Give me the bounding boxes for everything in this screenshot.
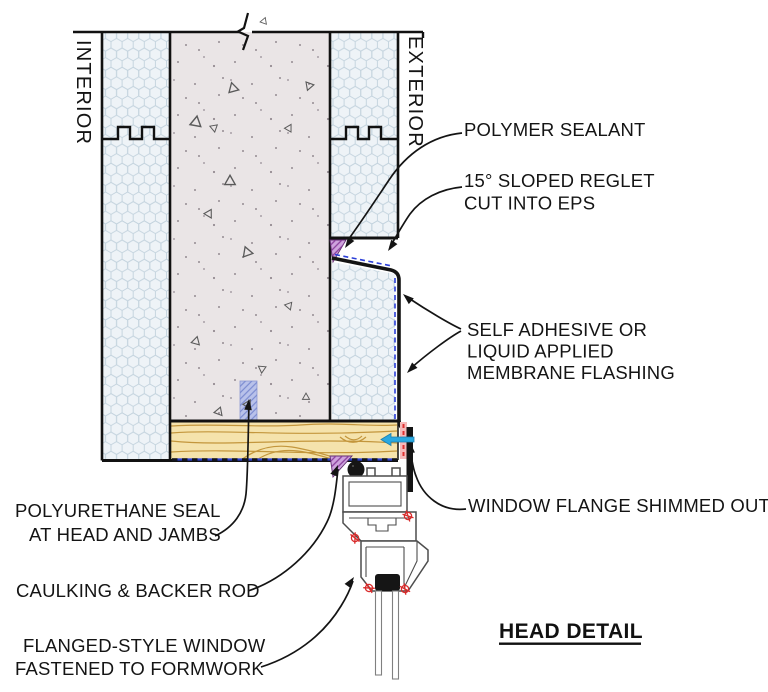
leader-membrane-flashing [403, 294, 462, 373]
frame-top-chamber-inner [348, 481, 402, 507]
frame-snap-tab [391, 467, 401, 476]
glass-pane [391, 590, 400, 680]
side-label-exterior: EXTERIOR [404, 36, 426, 148]
label-window-flange: WINDOW FLANGE SHIMMED OUT [468, 495, 768, 516]
title-underline [499, 642, 641, 645]
backer-rod-highlight [352, 465, 354, 467]
glass-pane [374, 590, 383, 676]
wall-assembly [102, 15, 398, 461]
glazing-unit [374, 590, 400, 680]
frame-lower-details [365, 541, 418, 589]
eps-joint-interior [102, 125, 170, 141]
fastener-screw [380, 432, 415, 447]
eps-joint-exterior [330, 125, 398, 141]
eps-interior-hatch [102, 32, 170, 461]
structure-outlines [73, 12, 425, 462]
label-membrane-3: MEMBRANE FLASHING [467, 362, 675, 383]
break-mark [235, 12, 250, 51]
side-label-interior: INTERIOR [72, 40, 94, 145]
leader-polymer-sealant [345, 132, 463, 248]
drawing-title: HEAD DETAIL [499, 620, 643, 643]
leader-caulking [247, 465, 339, 592]
reglet-sealant-hatch [330, 240, 346, 262]
leader-flanged-window [260, 577, 354, 668]
label-membrane-1: SELF ADHESIVE OR [467, 319, 647, 340]
leader-polyurethane-seal [214, 399, 252, 537]
frame-glazing-leg [367, 518, 397, 532]
label-caulking: CAULKING & BACKER ROD [16, 580, 260, 601]
eps-exterior-lower-hatch [332, 262, 395, 421]
eps-exterior-upper-hatch [330, 32, 398, 238]
window-frame [342, 467, 429, 680]
label-flanged-window-1: FLANGED-STYLE WINDOW [23, 635, 266, 656]
frame-snap-tab [366, 467, 376, 476]
glazing-gasket [375, 574, 400, 591]
label-membrane-2: LIQUID APPLIED [467, 341, 614, 362]
leader-sloped-reglet [388, 186, 463, 251]
leaders [214, 132, 467, 668]
label-polyurethane-1: POLYURETHANE SEAL [15, 500, 221, 521]
label-flanged-window-2: FASTENED TO FORMWORK [15, 658, 264, 679]
wood-grain [171, 423, 397, 460]
label-sloped-reglet-2: CUT INTO EPS [464, 193, 595, 214]
window-flange [406, 427, 413, 492]
wood-buck [170, 421, 398, 461]
concrete-stipple [170, 32, 330, 421]
label-polyurethane-2: AT HEAD AND JAMBS [29, 524, 221, 545]
backer-rod [347, 461, 365, 478]
label-polymer-sealant: POLYMER SEALANT [464, 119, 646, 140]
annotations: INTERIOR EXTERIOR POLYMER SEALANT 15° SL… [15, 36, 768, 679]
label-sloped-reglet-1: 15° SLOPED REGLET [464, 170, 655, 191]
leader-window-flange [407, 442, 467, 511]
